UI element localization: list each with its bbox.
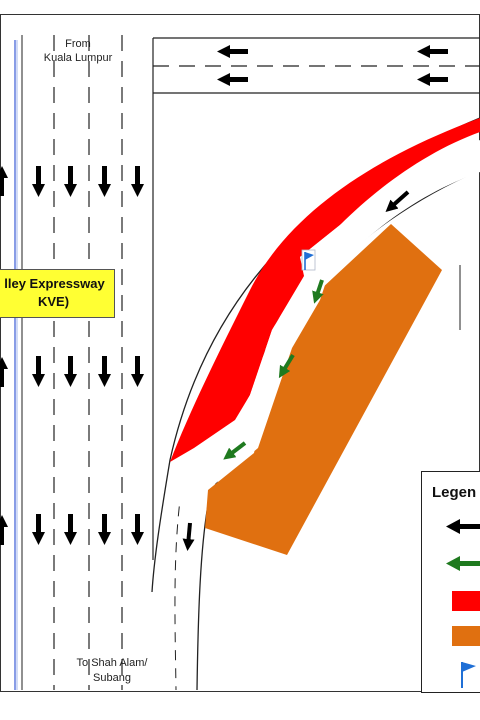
origin-label-line: From xyxy=(65,38,91,50)
origin-label: From Kuala Lumpur xyxy=(36,37,120,65)
destination-label-line: Subang xyxy=(93,672,131,684)
down-arrow-row xyxy=(32,356,144,387)
down-arrow-row xyxy=(32,166,144,197)
destination-label: To Shah Alam/ Subang xyxy=(52,656,172,686)
down-arrow-row xyxy=(32,514,144,545)
down-arrows xyxy=(32,166,144,545)
blue-flag-icon xyxy=(461,662,476,688)
legend: Legen xyxy=(421,471,480,693)
orange-area xyxy=(205,224,442,555)
black-ramp-arrow xyxy=(182,522,195,551)
orange-swatch-icon xyxy=(452,626,480,646)
diversion-lane xyxy=(175,140,480,505)
black-arrow-icon xyxy=(446,519,480,534)
legend-title: Legen xyxy=(432,484,477,501)
origin-label-line: Kuala Lumpur xyxy=(43,52,113,64)
left-arrows xyxy=(217,45,448,86)
black-ramp-arrow xyxy=(385,190,410,212)
destination-label-line: To Shah Alam/ xyxy=(76,657,148,669)
green-diversion-arrow xyxy=(312,279,324,304)
red-swatch-icon xyxy=(452,591,480,611)
blue-flag-icon xyxy=(301,249,316,271)
highway-name-box: lley Expressway KVE) xyxy=(0,269,115,318)
green-arrow-icon xyxy=(446,556,480,571)
green-diversion-arrow xyxy=(223,441,247,460)
up-arrows xyxy=(0,166,8,545)
highway-name-line: KVE) xyxy=(37,294,70,309)
green-diversion-arrow xyxy=(278,353,295,379)
red-area xyxy=(170,118,480,462)
highway-name-line: lley Expressway xyxy=(4,276,105,291)
